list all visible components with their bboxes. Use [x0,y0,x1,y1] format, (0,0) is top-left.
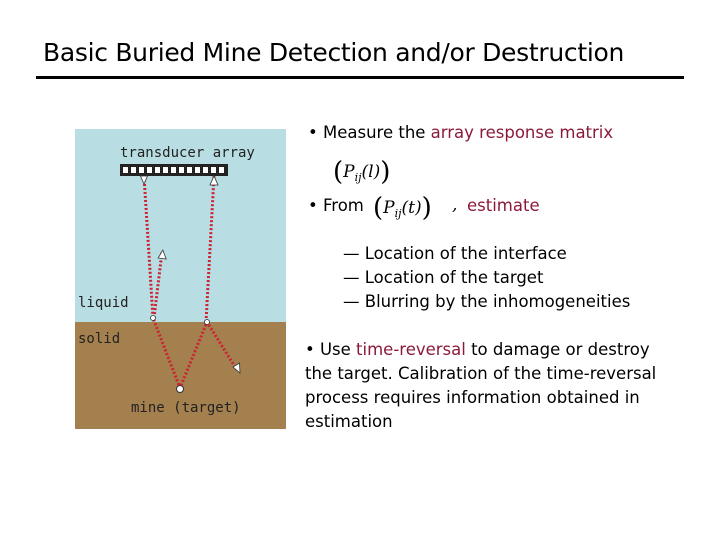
transducer-element [203,167,208,173]
slide-title: Basic Buried Mine Detection and/or Destr… [43,38,625,67]
transducer-element [155,167,160,173]
mine-target [176,385,184,393]
arrowhead-up-left [157,249,167,260]
matrix-symbol-time: (Pij(t)) [373,193,432,223]
subitem-interface: — Location of the interface [343,244,567,263]
ray-path-2 [152,251,164,319]
transducer-element [211,167,216,173]
interface-point-left [150,315,156,321]
arrowhead-up-right [209,175,219,186]
subitem-blurring: — Blurring by the inhomogeneities [343,292,631,311]
array-response-matrix-term: array response matrix [430,123,614,142]
interface-point-right [204,319,210,325]
bullet-from: • From [308,194,364,218]
bullet-use-text: • Use [305,340,357,359]
target-label: mine (target) [131,400,241,416]
interface-scatter-points [150,315,210,325]
transducer-array [120,164,228,176]
transducer-element [139,167,144,173]
transducer-element [179,167,184,173]
transducer-element [195,167,200,173]
liquid-region [75,129,286,322]
subitem-target: — Location of the target [343,268,544,287]
bullet-use-rest: to damage or destroy the target. Calibra… [305,340,657,431]
matrix-symbol-frequency: (Pij(l)) [333,157,391,187]
bullet-measure: • Measure the array response matrix [308,121,613,145]
transducer-elements [123,167,224,173]
ray-arrowheads [139,175,241,374]
comma: , [452,195,458,215]
title-underline [36,76,684,79]
arrowhead-exit [232,362,241,374]
bullet-time-reversal: • Use time-reversal to damage or destroy… [305,338,665,434]
transducer-element [219,167,224,173]
estimate-term: estimate [467,196,540,215]
time-reversal-term: time-reversal [356,340,466,359]
transducer-element [147,167,152,173]
solid-region [75,322,286,429]
ray-path-3 [204,175,216,323]
solid-label: solid [78,331,120,347]
arrowhead-down [139,175,149,185]
bullet-from-text: • From [308,196,364,215]
bullet-measure-text: • Measure the [308,123,431,142]
transducer-element [171,167,176,173]
transducer-element [123,167,128,173]
liquid-label: liquid [78,295,129,311]
transducer-element [163,167,168,173]
transducer-element [131,167,136,173]
transducer-array-label: transducer array [120,145,255,161]
transducer-element [187,167,192,173]
